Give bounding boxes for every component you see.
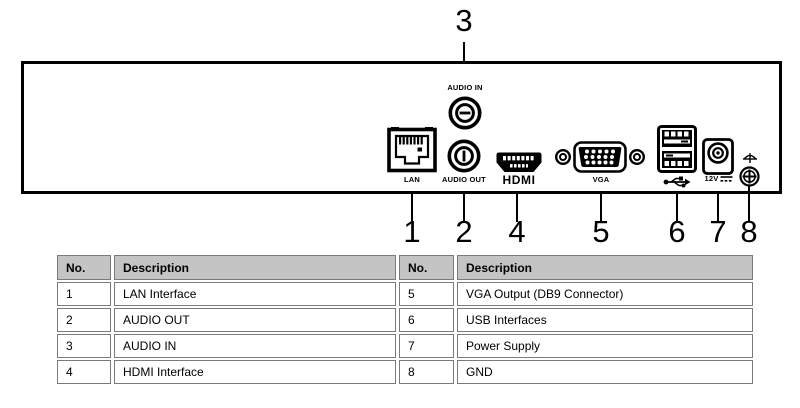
callout-number-6: 6 (668, 214, 686, 249)
power-label-group: 12V (698, 175, 740, 183)
table-row: 1 LAN Interface 5 VGA Output (DB9 Connec… (57, 282, 753, 306)
callout-number-4: 4 (508, 214, 526, 249)
no-cell: 5 (399, 282, 454, 306)
callout-line-5 (600, 193, 602, 222)
callout-number-3: 3 (455, 3, 473, 38)
desc-cell: Power Supply (457, 334, 753, 358)
col-header-description-right: Description (457, 255, 753, 280)
interface-legend-table: No. Description No. Description 1 LAN In… (54, 253, 756, 386)
desc-cell: AUDIO IN (114, 334, 396, 358)
callout-number-5: 5 (592, 214, 610, 249)
callout-line-6 (676, 193, 678, 222)
usb-trident-icon (663, 176, 691, 188)
callout-number-7: 7 (709, 214, 727, 249)
desc-cell: AUDIO OUT (114, 308, 396, 332)
no-cell: 6 (399, 308, 454, 332)
vga-port-icon (555, 141, 645, 173)
callout-line-7 (717, 193, 719, 222)
table-header-row: No. Description No. Description (57, 255, 753, 280)
dc-voltage-symbol-icon (720, 176, 733, 182)
power-voltage-label: 12V (704, 174, 719, 183)
no-cell: 4 (57, 360, 111, 384)
callout-line-1 (411, 193, 413, 222)
callout-line-2 (463, 193, 465, 222)
col-header-no-left: No. (57, 255, 111, 280)
no-cell: 3 (57, 334, 111, 358)
audio-in-jack-icon (448, 96, 482, 130)
no-cell: 1 (57, 282, 111, 306)
usb-ports-icon (657, 125, 697, 173)
hdmi-port-icon (496, 152, 542, 172)
vga-port-label: VGA (592, 175, 610, 184)
earth-ground-icon (743, 153, 757, 163)
desc-cell: USB Interfaces (457, 308, 753, 332)
desc-cell: GND (457, 360, 753, 384)
no-cell: 2 (57, 308, 111, 332)
table-row: 2 AUDIO OUT 6 USB Interfaces (57, 308, 753, 332)
hdmi-port-label: HDMI (502, 173, 536, 187)
lan-port-icon (387, 127, 437, 173)
desc-cell: VGA Output (DB9 Connector) (457, 282, 753, 306)
power-jack-icon (702, 138, 734, 175)
col-header-description-left: Description (114, 255, 396, 280)
table-row: 3 AUDIO IN 7 Power Supply (57, 334, 753, 358)
audio-out-label: AUDIO OUT (442, 175, 486, 184)
desc-cell: LAN Interface (114, 282, 396, 306)
callout-number-8: 8 (740, 214, 758, 249)
callout-line-3 (463, 42, 465, 75)
no-cell: 7 (399, 334, 454, 358)
lan-port-label: LAN (403, 175, 420, 184)
callout-number-1: 1 (403, 214, 421, 249)
callout-number-2: 2 (455, 214, 473, 249)
audio-out-jack-icon (447, 139, 481, 173)
table-row: 4 HDMI Interface 8 GND (57, 360, 753, 384)
callout-line-8 (748, 186, 750, 222)
no-cell: 8 (399, 360, 454, 384)
audio-in-label: AUDIO IN (447, 83, 483, 92)
callout-line-4 (516, 193, 518, 222)
col-header-no-right: No. (399, 255, 454, 280)
gnd-screw-icon (739, 166, 760, 187)
desc-cell: HDMI Interface (114, 360, 396, 384)
